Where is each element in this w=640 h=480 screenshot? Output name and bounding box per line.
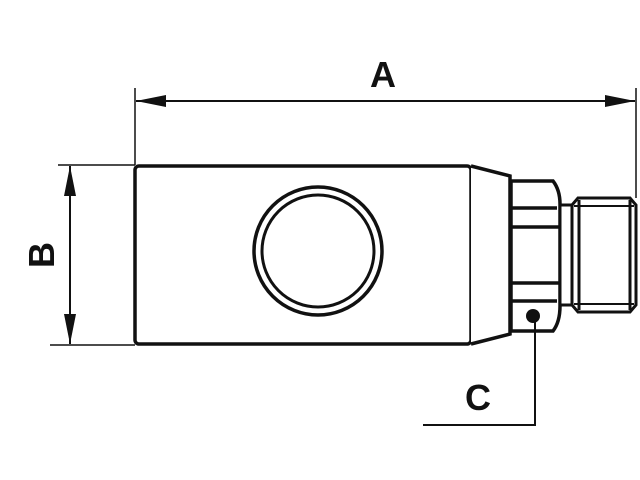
label-b: B [21, 242, 62, 268]
hex-nut [509, 179, 562, 333]
dimension-b [50, 164, 135, 346]
label-a: A [370, 54, 396, 95]
taper [470, 164, 512, 346]
dimension-a [134, 88, 637, 198]
fitting-body [133, 164, 512, 346]
label-c: C [465, 377, 491, 418]
threaded-end [558, 196, 638, 314]
port-c-dot [526, 309, 540, 323]
leader-line-c [423, 318, 536, 426]
side-port-inner [260, 193, 376, 309]
